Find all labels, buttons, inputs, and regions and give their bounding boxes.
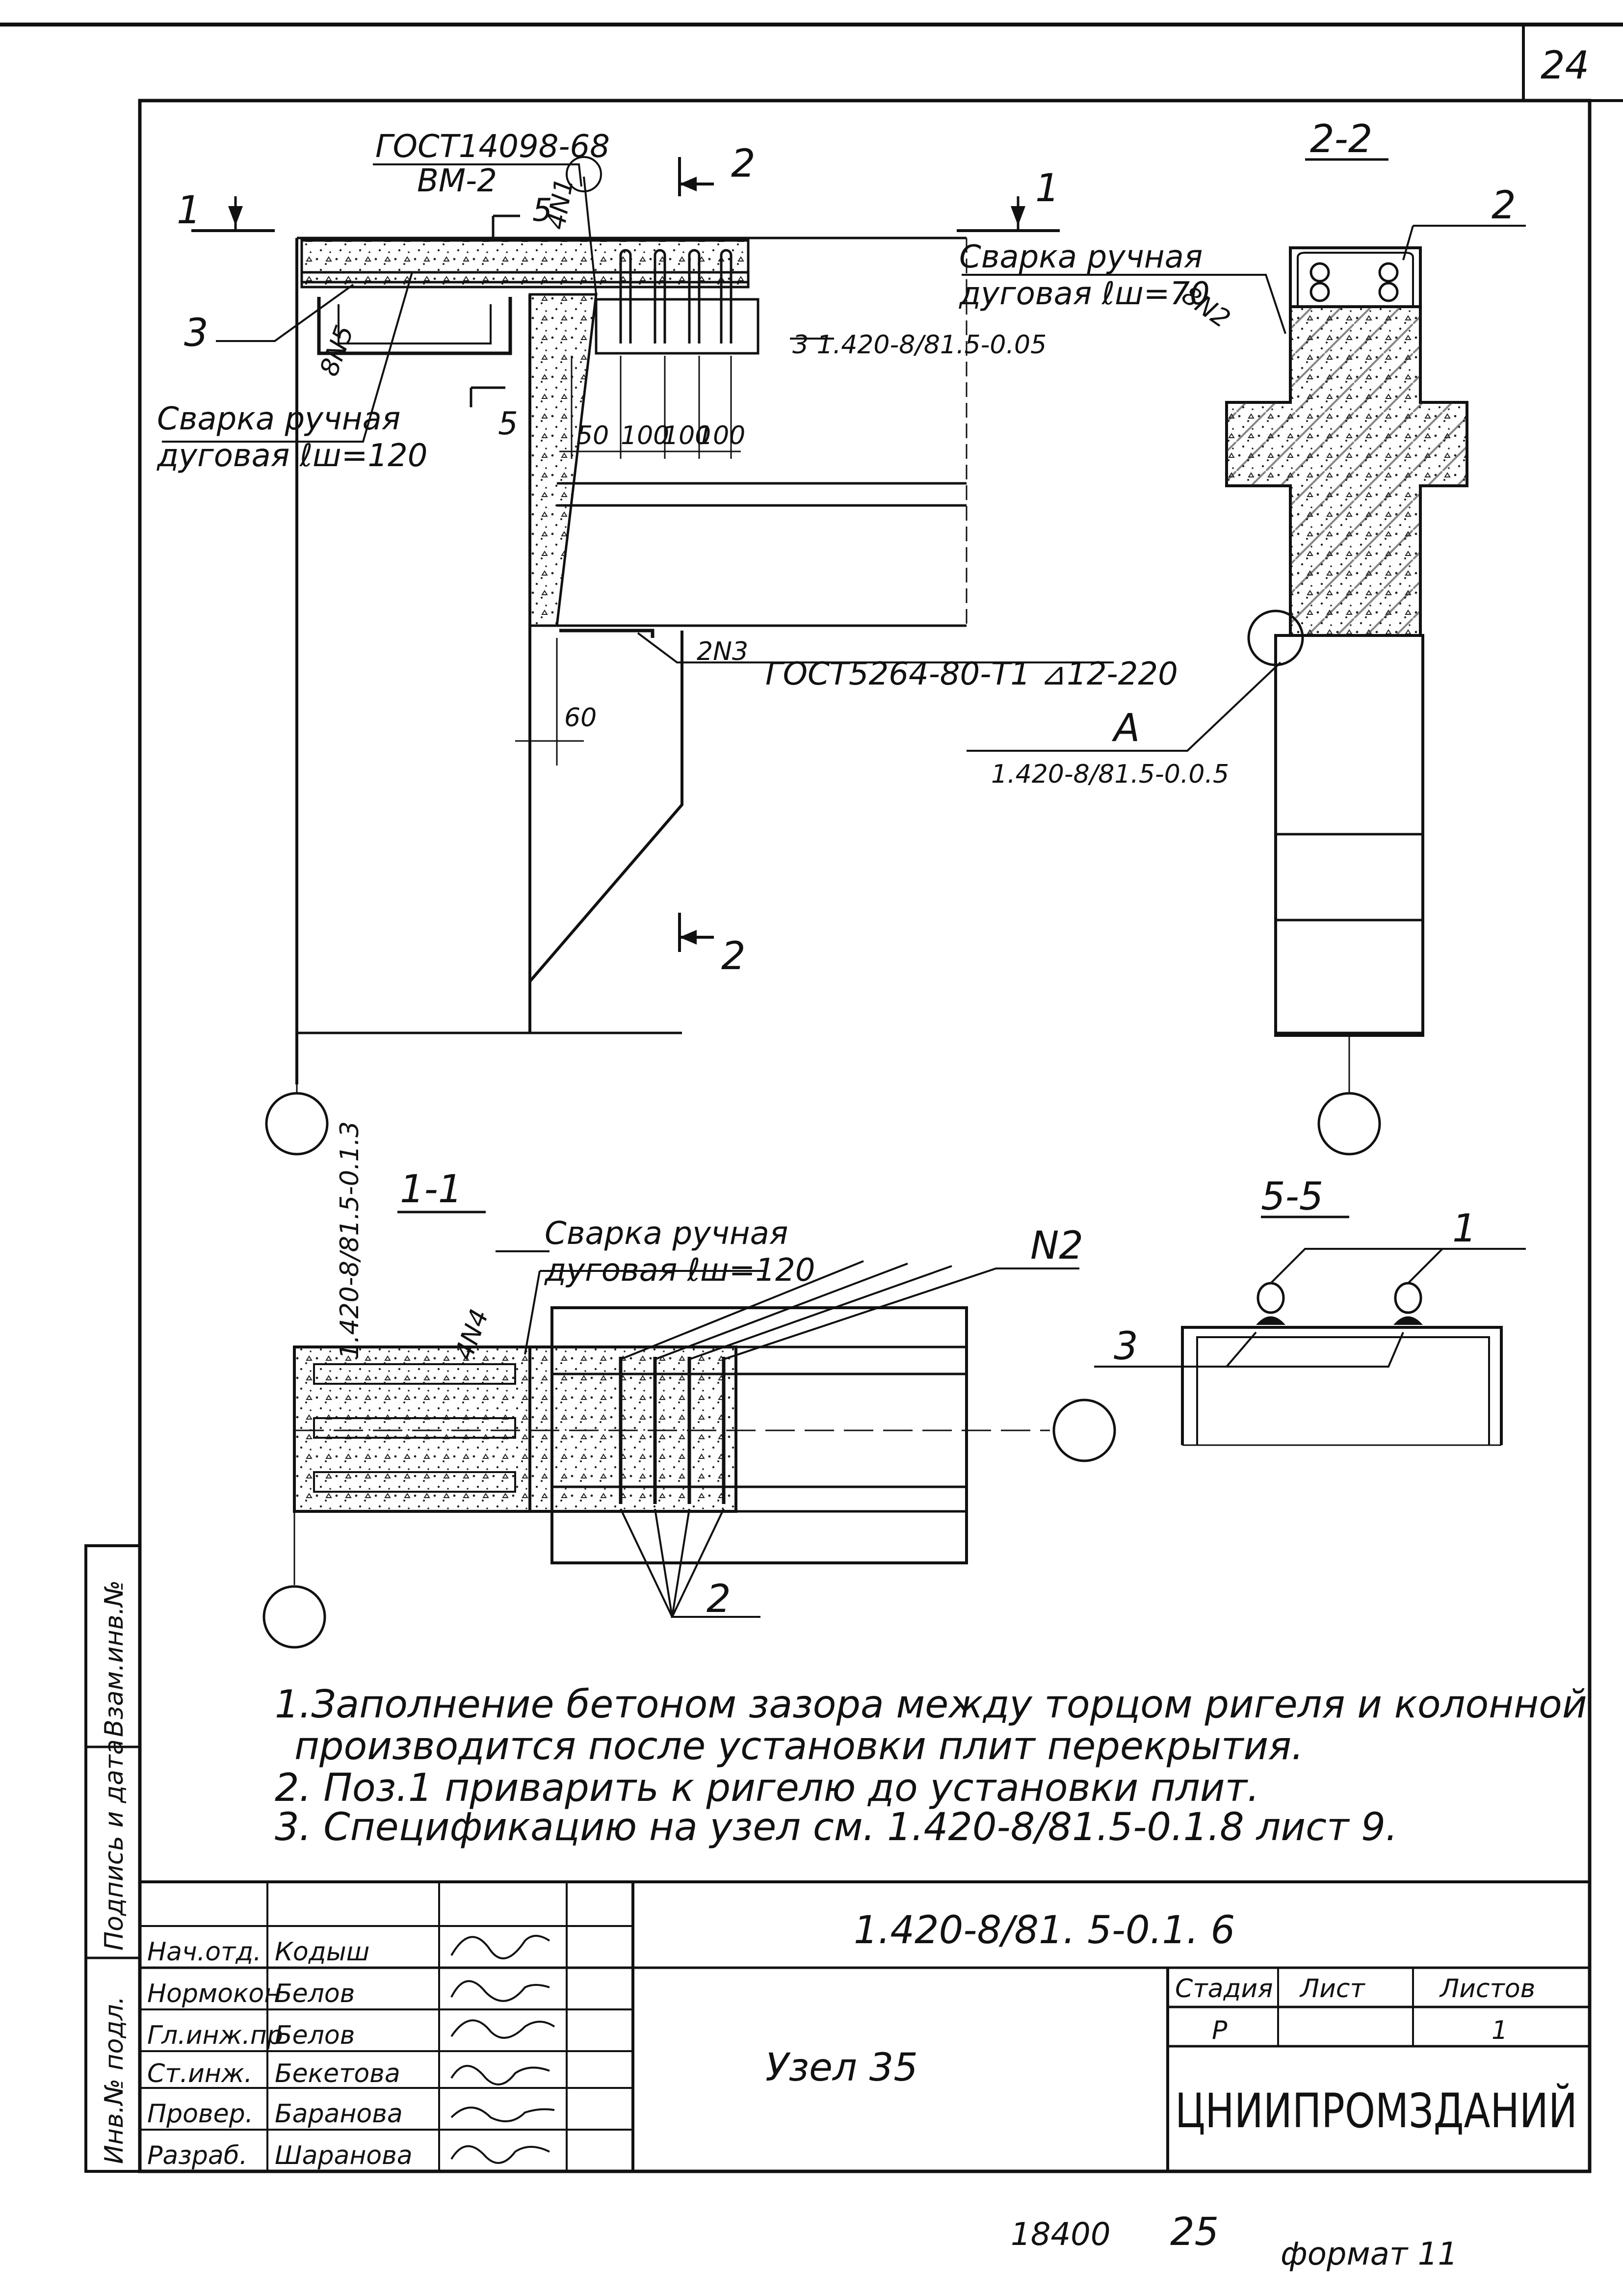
weld-left-label-2: дуговая ℓш=120 — [157, 438, 427, 474]
role-checker: Провер. — [147, 2099, 253, 2129]
note-1-line-1: 1.Заполнение бетоном зазора между торцом… — [275, 1683, 1587, 1727]
weld-left-size: 8N5 — [314, 321, 360, 380]
elevation-view — [162, 156, 1286, 1156]
role-normcontrol: Нормокон — [147, 1979, 281, 2008]
weld-right-label-1: Сварка ручная — [959, 239, 1203, 275]
dim-100-a: 100 — [621, 421, 669, 450]
stage-header: Стадия — [1175, 1974, 1273, 2004]
section-mark-1-right: 1 — [1035, 166, 1060, 211]
side-stamp-signature: Подпись и дата — [100, 1739, 129, 1951]
section-5-5-title: 5-5 — [1261, 1175, 1323, 1219]
role-head: Нач.отд. — [147, 1937, 262, 1967]
section-5-5-view — [1094, 1215, 1526, 1446]
section-2-2-view — [967, 158, 1526, 1156]
position-3-label: 3 — [184, 311, 209, 355]
role-chief-engineer: Гл.инж.пр — [147, 2021, 283, 2050]
section-2-2-title: 2-2 — [1310, 117, 1372, 161]
detail-a-callout: A — [1111, 706, 1140, 750]
section-2-2-position-2: 2 — [1492, 184, 1516, 228]
bottom-weld-size: 2N3 — [697, 637, 748, 666]
section-mark-2-bottom: 2 — [721, 934, 746, 978]
name-checker: Баранова — [275, 2099, 403, 2129]
section-1-1-view — [262, 1211, 1116, 1649]
section-1-1-weld-label-1: Сварка ручная — [545, 1215, 788, 1252]
side-stamp-replacement: Взам.инв.№ — [100, 1580, 129, 1737]
dim-50: 50 — [576, 421, 609, 450]
note-2: 2. Поз.1 приварить к ригелю до установки… — [275, 1766, 1259, 1810]
section-1-1-vertical-ref: 1.420-8/81.5-0.1.3 — [335, 1121, 365, 1359]
footer-number: 18400 — [1011, 2217, 1111, 2253]
side-stamp — [84, 1544, 141, 2173]
section-mark-5-top: 5 — [532, 192, 552, 229]
organization-name: ЦНИИПРОМЗДАНИЙ — [1175, 2083, 1577, 2138]
section-1-1-weld-label-2: дуговая ℓш=120 — [544, 1252, 815, 1289]
dim-100-c: 100 — [697, 421, 745, 450]
section-mark-1-left: 1 — [177, 188, 201, 233]
item-name: Узел 35 — [765, 2046, 918, 2090]
title-block-people: Нач.отд. Кодыш Нормокон Белов Гл.инж.пр … — [147, 1937, 413, 2170]
sheet-header: Лист — [1299, 1974, 1365, 2004]
sheets-header: Листов — [1439, 1974, 1535, 2004]
role-senior-engineer: Ст.инж. — [147, 2059, 252, 2088]
dim-100-b: 100 — [662, 421, 711, 450]
section-1-1-position-2: 2 — [707, 1577, 731, 1621]
reference-node-label: 3 1.420-8/81.5-0.05 — [792, 330, 1047, 360]
sheets-value: 1 — [1492, 2016, 1508, 2045]
section-1-1-position-n2: N2 — [1030, 1224, 1083, 1268]
footer-page: 25 — [1170, 2210, 1219, 2254]
stage-value: Р — [1212, 2016, 1228, 2045]
section-mark-2-top: 2 — [731, 142, 756, 186]
section-mark-5-bottom: 5 — [498, 406, 518, 442]
bottom-gost-label: ГОСТ5264-80-Т1 ⊿12-220 — [765, 656, 1178, 692]
section-5-5-position-1: 1 — [1452, 1207, 1477, 1251]
weld-left-label-1: Сварка ручная — [157, 401, 400, 437]
footer-format: формат 11 — [1281, 2236, 1458, 2272]
name-chief-engineer: Белов — [275, 2021, 355, 2050]
section-5-5-position-3: 3 — [1114, 1324, 1138, 1369]
document-code: 1.420-8/81. 5-0.1. 6 — [854, 1908, 1235, 1953]
section-1-1-title: 1-1 — [400, 1167, 462, 1212]
side-stamp-inventory: Инв.№ подл. — [100, 1996, 129, 2164]
weld-symbol-label: ВМ-2 — [417, 163, 497, 199]
name-normcontrol: Белов — [275, 1979, 355, 2008]
page-number: 24 — [1541, 44, 1589, 88]
weld-right-label-2: дуговая ℓш=70 — [959, 276, 1210, 312]
dim-60: 60 — [564, 703, 597, 733]
name-senior-engineer: Бекетова — [275, 2059, 400, 2088]
name-developer: Шаранова — [275, 2141, 413, 2170]
note-1-line-2: производится после установки плит перекр… — [294, 1724, 1304, 1768]
note-3: 3. Спецификацию на узел см. 1.420-8/81.5… — [275, 1805, 1398, 1849]
role-developer: Разраб. — [147, 2141, 247, 2170]
title-block — [140, 1880, 1590, 2171]
name-head: Кодыш — [275, 1937, 369, 1967]
detail-a-reference: 1.420-8/81.5-0.0.5 — [991, 760, 1229, 789]
sheet-frame — [0, 23, 1623, 2173]
gost-top-label: ГОСТ14098-68 — [375, 129, 610, 165]
